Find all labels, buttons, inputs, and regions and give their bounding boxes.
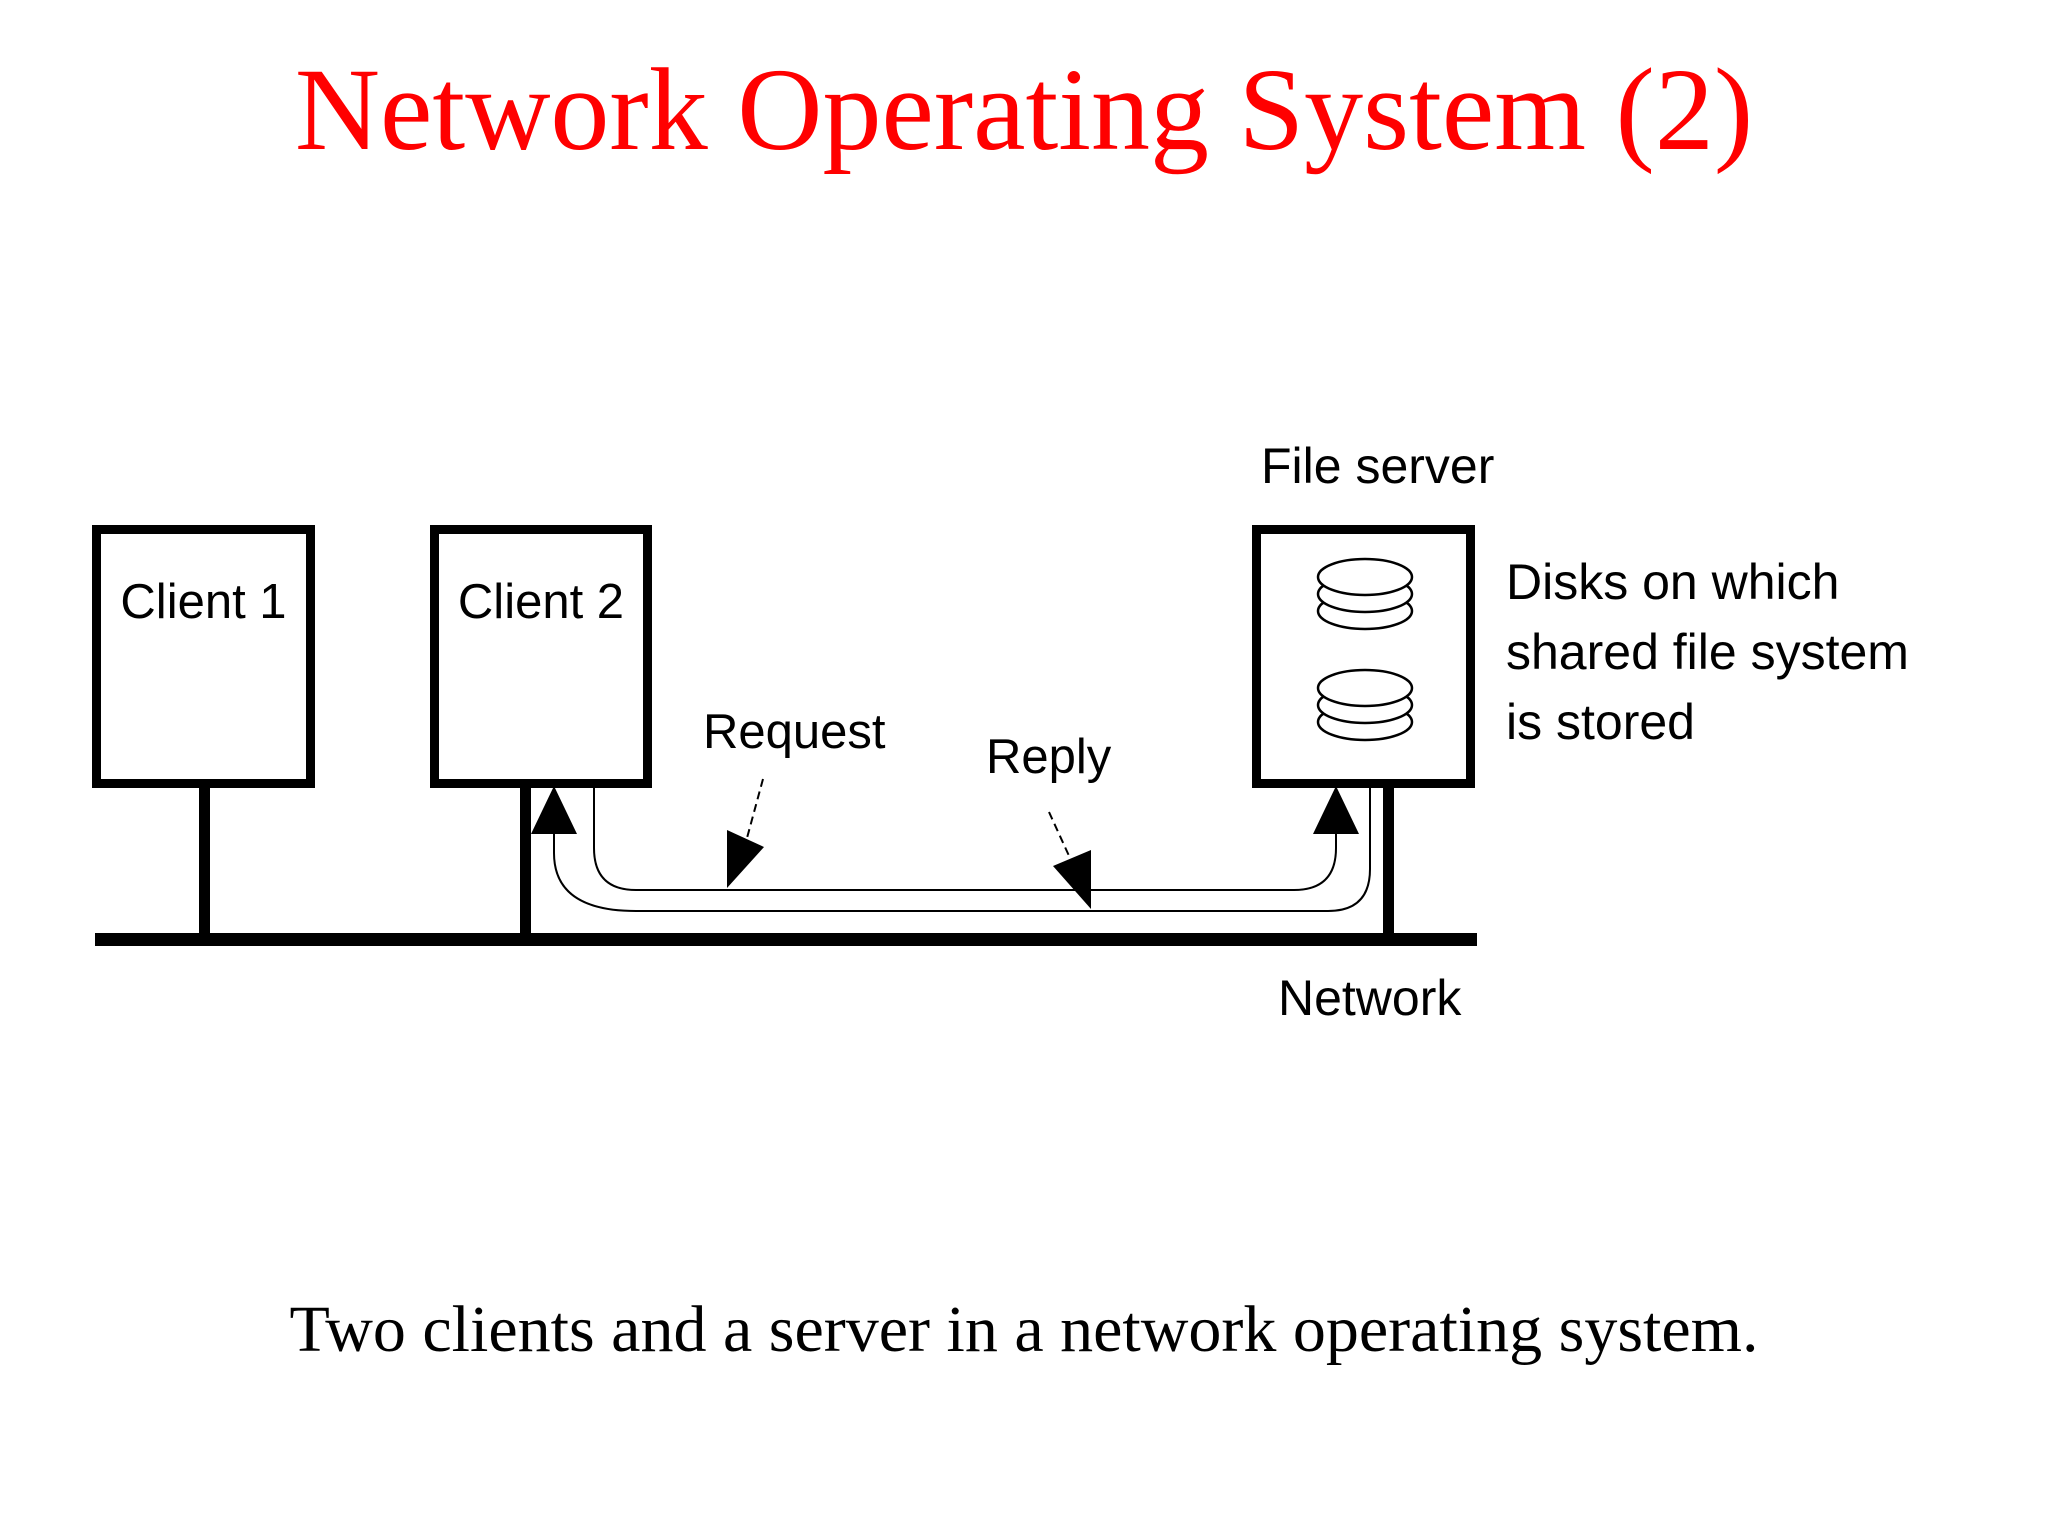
client1-box [92, 525, 315, 788]
arrow-pointer-icon [727, 830, 764, 888]
client2-box [430, 525, 652, 788]
reply-message-path [553, 786, 1371, 912]
slide-caption: Two clients and a server in a network op… [289, 1293, 1759, 1366]
arrow-up-icon [531, 786, 577, 834]
arrow-pointer-icon [1053, 850, 1091, 909]
client1-label: Client 1 [120, 575, 287, 629]
client2-label: Client 2 [457, 575, 625, 629]
request-callout-line [746, 778, 764, 839]
arrow-up-icon [1313, 786, 1359, 834]
disk-stack-icon [1316, 668, 1414, 742]
disks-annotation: Disks on which shared file system is sto… [1506, 554, 1909, 750]
file-server-label: File server [1261, 438, 1495, 494]
disk-stack-icon [1316, 557, 1414, 631]
request-message-path [593, 786, 1337, 891]
request-label: Request [703, 705, 886, 759]
slide-title: Network Operating System (2) [294, 44, 1754, 175]
reply-label: Reply [986, 730, 1112, 784]
network-label: Network [1278, 970, 1462, 1026]
reply-callout-line [1048, 811, 1071, 859]
